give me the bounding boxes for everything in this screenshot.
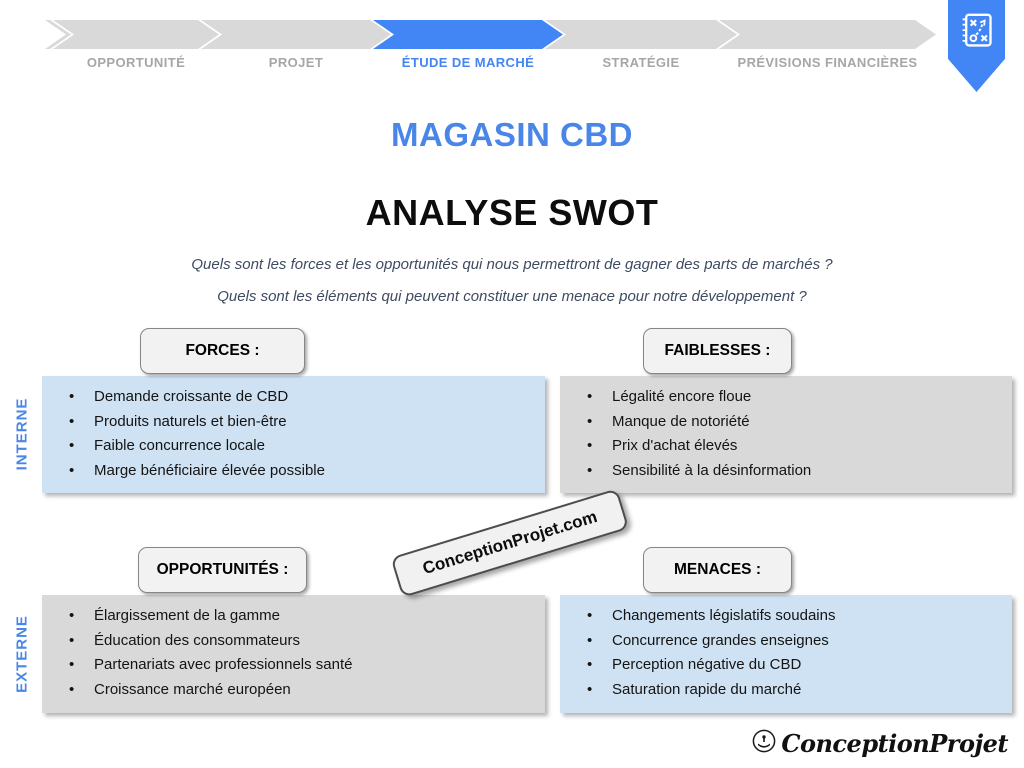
question-1: Quels sont les forces et les opportunité… <box>191 256 833 273</box>
list-item: Manque de notoriété <box>560 410 1012 435</box>
list-item: Légalité encore floue <box>560 385 1012 410</box>
strategy-tactics-icon <box>959 11 995 56</box>
list-item: Concurrence grandes enseignes <box>560 629 1012 654</box>
step-shape-strategie[interactable] <box>545 20 737 49</box>
faiblesses-header: FAIBLESSES : <box>643 328 792 374</box>
interne-label: INTERNE <box>13 397 31 471</box>
step-shape-projet[interactable] <box>201 20 391 49</box>
footer-logo: ConceptionProjet <box>752 729 1008 758</box>
step-label-projet[interactable]: PROJET <box>268 55 324 70</box>
step-label-opportunite[interactable]: OPPORTUNITÉ <box>86 55 186 70</box>
menaces-header: MENACES : <box>643 547 792 593</box>
menaces-box: Changements législatifs soudains Concurr… <box>560 595 1012 713</box>
footer-logo-text: ConceptionProjet <box>781 729 1008 758</box>
externe-label: EXTERNE <box>13 615 31 693</box>
forces-box: Demande croissante de CBD Produits natur… <box>42 376 545 493</box>
list-item: Prix d'achat élevés <box>560 434 1012 459</box>
bookmark-badge <box>948 0 1005 92</box>
section-title: ANALYSE SWOT <box>365 192 659 233</box>
page-title: MAGASIN CBD <box>391 116 633 153</box>
list-item: Faible concurrence locale <box>42 434 545 459</box>
step-shape-previsions[interactable] <box>719 20 936 49</box>
list-item: Marge bénéficiaire élevée possible <box>42 459 545 484</box>
step-label-strategie[interactable]: STRATÉGIE <box>602 55 680 70</box>
watermark-badge: ConceptionProjet.com <box>390 488 630 598</box>
list-item: Éducation des consommateurs <box>42 629 545 654</box>
list-item: Changements législatifs soudains <box>560 604 1012 629</box>
hand-holding-figure-icon <box>752 729 776 758</box>
list-item: Produits naturels et bien-être <box>42 410 545 435</box>
forces-header: FORCES : <box>140 328 305 374</box>
list-item: Élargissement de la gamme <box>42 604 545 629</box>
list-item: Partenariats avec professionnels santé <box>42 653 545 678</box>
step-shape-opportunite[interactable] <box>53 20 219 49</box>
opportunites-header: OPPORTUNITÉS : <box>138 547 307 593</box>
list-item: Demande croissante de CBD <box>42 385 545 410</box>
list-item: Saturation rapide du marché <box>560 678 1012 703</box>
list-item: Croissance marché européen <box>42 678 545 703</box>
list-item: Perception négative du CBD <box>560 653 1012 678</box>
step-label-etude-de-marche[interactable]: ÉTUDE DE MARCHÉ <box>401 55 535 70</box>
step-shape-etude-de-marche[interactable] <box>373 20 563 49</box>
step-label-previsions[interactable]: PRÉVISIONS FINANCIÈRES <box>737 55 918 70</box>
list-item: Sensibilité à la désinformation <box>560 459 1012 484</box>
question-2: Quels sont les éléments qui peuvent cons… <box>217 288 807 305</box>
opportunites-box: Élargissement de la gamme Éducation des … <box>42 595 545 713</box>
faiblesses-box: Légalité encore floue Manque de notoriét… <box>560 376 1012 493</box>
